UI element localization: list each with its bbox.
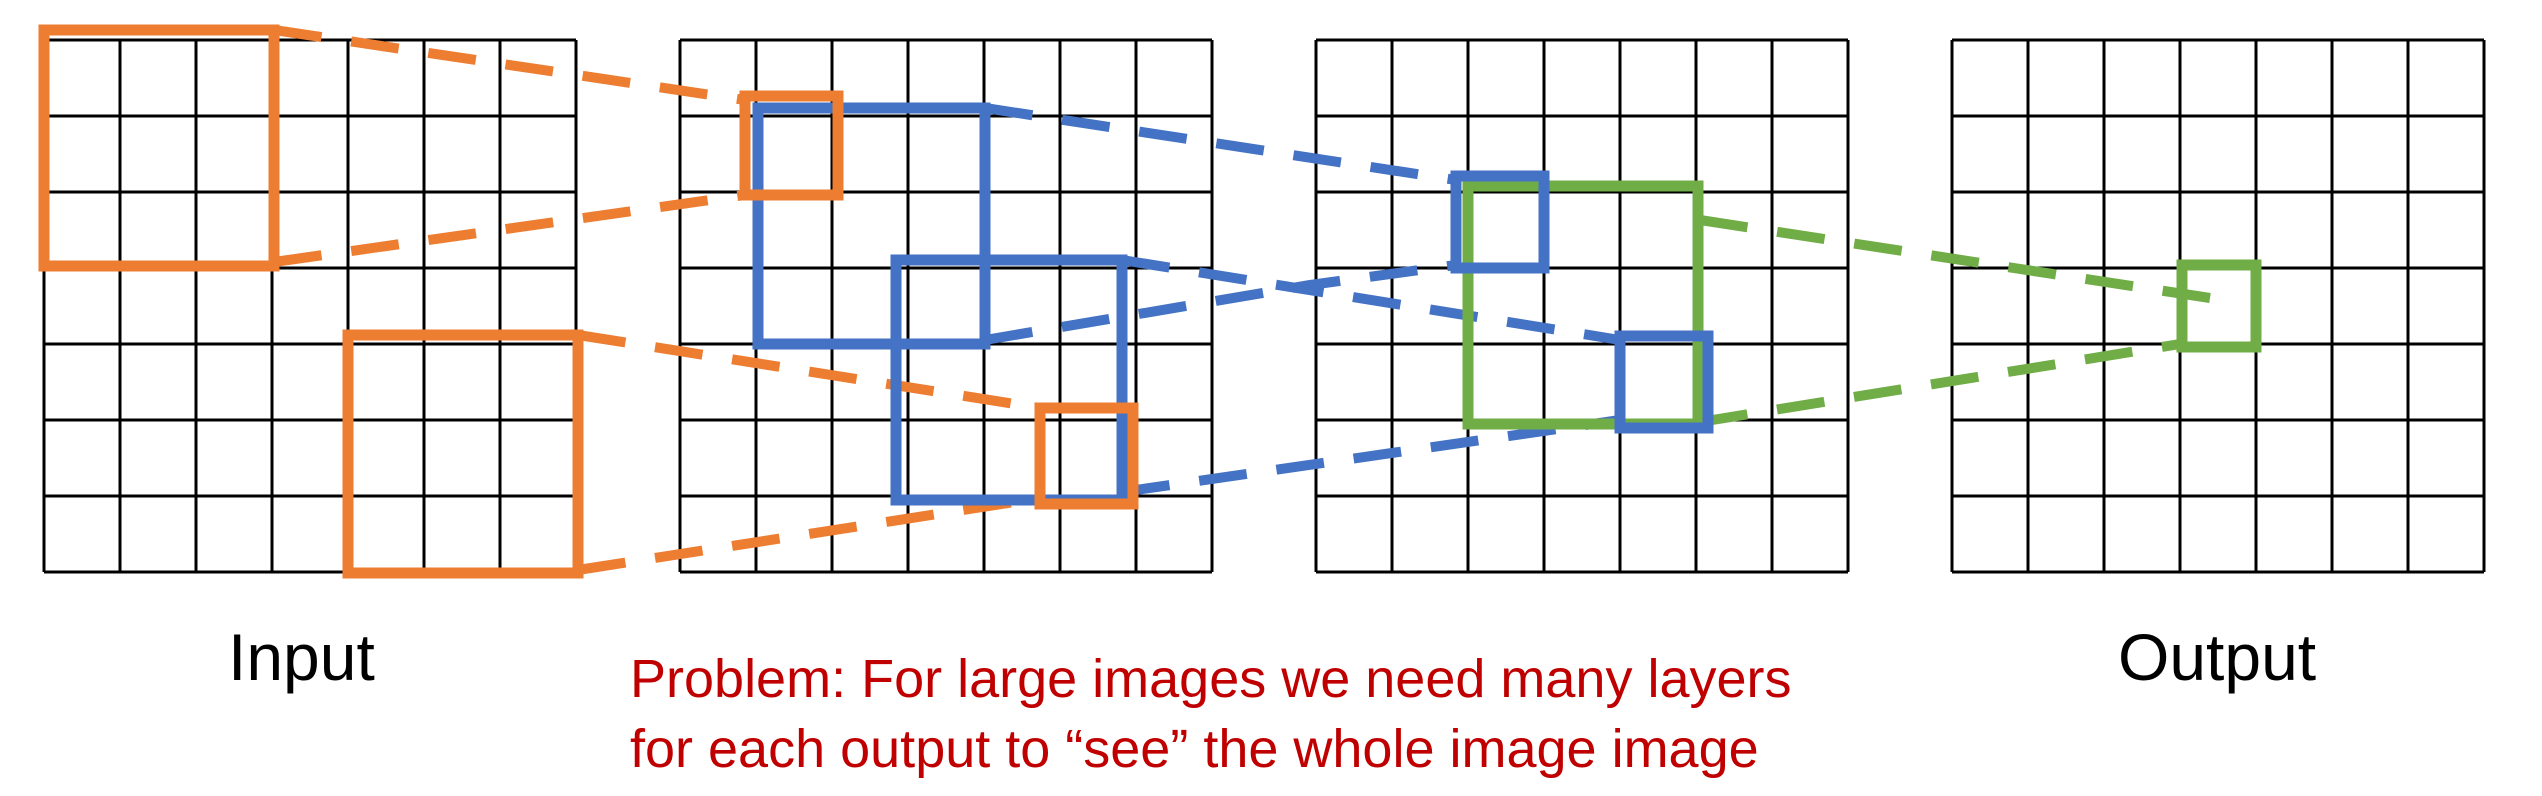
layer2-unit-bottom-box: [1614, 330, 1714, 434]
connector-line: [984, 103, 1457, 185]
connector-line: [1121, 415, 1621, 497]
layer1-unit-bottom-box: [1034, 402, 1139, 510]
connector-line: [1699, 339, 2181, 427]
input-grid: [42, 38, 578, 574]
output-grid: [1950, 38, 2486, 574]
problem-line-2: for each output to “see” the whole image…: [630, 719, 1759, 780]
layer1-field-top-box: [752, 102, 991, 350]
output-unit-box: [2176, 259, 2262, 353]
layer2-unit-top-box: [1450, 170, 1550, 274]
layer2-field-box: [1462, 180, 1704, 430]
layer1-field-bottom-box: [890, 254, 1128, 506]
layer1-unit-top-box: [739, 90, 844, 201]
input-patch-top-box: [38, 24, 280, 272]
connector-line: [1699, 215, 2211, 303]
problem-statement: Problem: For large images we need many l…: [630, 644, 1792, 784]
input-label: Input: [228, 620, 375, 694]
output-label: Output: [2118, 620, 2317, 694]
connector-line: [273, 25, 746, 105]
connector-line: [577, 493, 1041, 575]
connector-line: [273, 190, 746, 267]
problem-line-1: Problem: For large images we need many l…: [630, 649, 1792, 709]
connector-line: [984, 260, 1457, 345]
connector-line: [1121, 255, 1621, 345]
input-patch-bottom-box: [342, 329, 584, 579]
